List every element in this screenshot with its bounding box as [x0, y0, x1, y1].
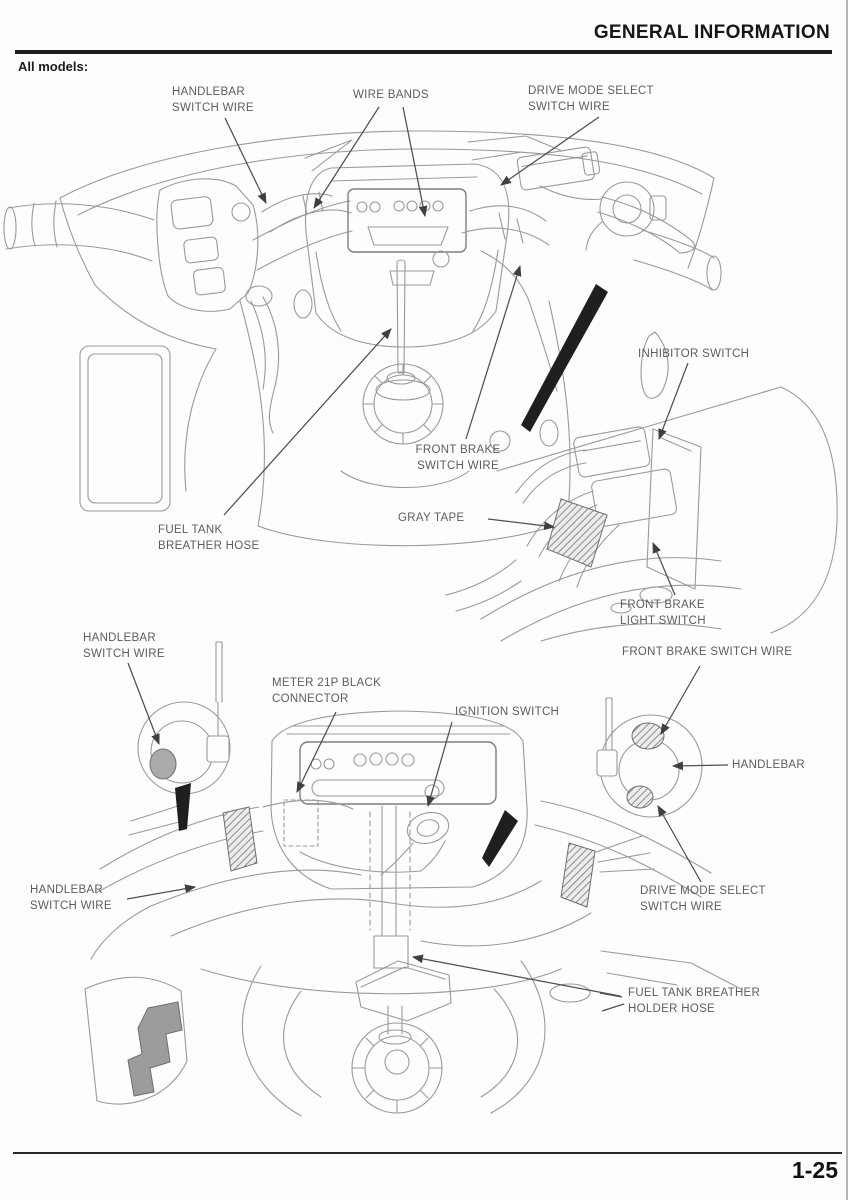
page-number: 1-25	[791, 1157, 838, 1183]
label-inhibitor-switch: INHIBITOR SWITCH	[638, 348, 750, 360]
header-rule	[15, 50, 832, 54]
drive-mode-wire-hatched	[626, 785, 654, 809]
section-note: All models:	[18, 59, 89, 74]
leader-stubs	[599, 992, 625, 1012]
front-brake-wire-hatched	[631, 722, 665, 750]
shift-gate-shape	[127, 1001, 183, 1097]
pointer-wedges	[175, 284, 608, 867]
label-fuel-tank-breather-holder-hose: FUEL TANK BREATHER HOLDER HOSE	[628, 987, 761, 1015]
page-title: GENERAL INFORMATION	[593, 22, 830, 43]
bottom-diagram-art	[84, 641, 742, 1117]
wire-cross-section-shaded	[149, 748, 177, 780]
label-drive-mode-select-switch-wire-top: DRIVE MODE SELECT SWITCH WIRE	[528, 85, 654, 113]
label-ignition-switch: IGNITION SWITCH	[455, 706, 560, 718]
label-handlebar-switch-wire-left: HANDLEBAR SWITCH WIRE	[30, 884, 112, 912]
leader-arrows	[126, 106, 729, 997]
footer-rule	[13, 1152, 842, 1154]
label-meter-21p-black-connector: METER 21P BLACK CONNECTOR	[272, 677, 382, 705]
label-front-brake-light-switch: FRONT BRAKE LIGHT SWITCH	[620, 599, 706, 627]
label-handlebar-switch-wire-top: HANDLEBAR SWITCH WIRE	[172, 86, 254, 114]
label-fuel-tank-breather-hose: FUEL TANK BREATHER HOSE	[158, 524, 260, 552]
label-front-brake-switch-wire-top: FRONT BRAKE SWITCH WIRE	[415, 444, 501, 472]
wire-band-wrap-left	[222, 806, 258, 872]
top-diagram-art	[3, 130, 722, 547]
label-drive-mode-select-switch-wire-bottom: DRIVE MODE SELECT SWITCH WIRE	[640, 885, 766, 913]
wire-band-wrap-right	[560, 842, 596, 908]
label-front-brake-switch-wire-bottom: FRONT BRAKE SWITCH WIRE	[622, 646, 793, 658]
page-edge-line	[846, 0, 848, 1200]
label-handlebar-switch-wire-upper: HANDLEBAR SWITCH WIRE	[83, 632, 165, 660]
label-handlebar: HANDLEBAR	[732, 759, 805, 771]
gray-tape-hatch	[546, 498, 608, 568]
label-gray-tape: GRAY TAPE	[398, 512, 465, 524]
label-wire-bands: WIRE BANDS	[353, 89, 429, 101]
